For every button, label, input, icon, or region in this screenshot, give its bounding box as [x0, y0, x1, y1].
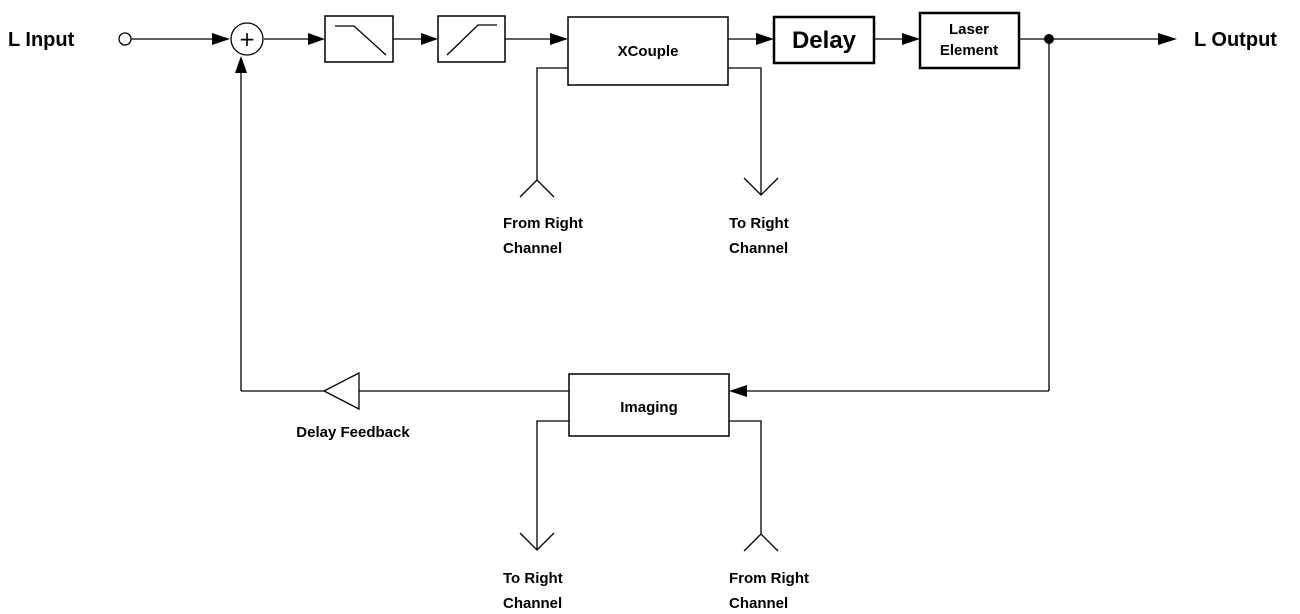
input-label: L Input	[8, 29, 75, 51]
xcouple-block: XCouple	[567, 16, 729, 86]
laser-label-line2: Element	[940, 42, 998, 59]
delay-label: Delay	[792, 27, 857, 54]
feedback-path	[235, 39, 1050, 397]
summing-junction: +	[230, 22, 264, 56]
imaging-to-label-line2: Channel	[503, 595, 562, 612]
imaging-from-label-line2: Channel	[729, 595, 788, 612]
imaging-to-label-line1: To Right	[503, 570, 563, 587]
feedback-label: Delay Feedback	[296, 424, 410, 441]
imaging-block: Imaging	[568, 373, 730, 437]
lowpass-filter-block	[324, 15, 394, 63]
main-signal-path	[131, 33, 1177, 45]
summing-symbol: +	[239, 27, 256, 51]
output-label: L Output	[1194, 29, 1277, 51]
highpass-icon	[446, 24, 497, 56]
xcouple-from-label-line2: Channel	[503, 240, 562, 257]
xcouple-to-label-line2: Channel	[729, 240, 788, 257]
laser-label-line1: Laser	[949, 21, 989, 38]
input-terminal	[118, 32, 132, 46]
xcouple-to-label-line1: To Right	[729, 215, 789, 232]
delay-feedback-amp	[322, 371, 360, 411]
xcouple-from-right-connector	[519, 67, 568, 198]
imaging-label: Imaging	[620, 399, 678, 416]
imaging-from-right-connector	[729, 420, 779, 552]
highpass-filter-block	[437, 15, 506, 63]
xcouple-to-right-connector	[728, 67, 779, 196]
laser-element-block: Laser Element	[918, 11, 1021, 70]
imaging-from-label-line1: From Right	[729, 570, 809, 587]
delay-block: Delay	[772, 15, 876, 65]
xcouple-from-label-line1: From Right	[503, 215, 583, 232]
xcouple-label: XCouple	[618, 43, 679, 60]
lowpass-icon	[335, 25, 387, 56]
imaging-to-right-connector	[519, 420, 569, 551]
